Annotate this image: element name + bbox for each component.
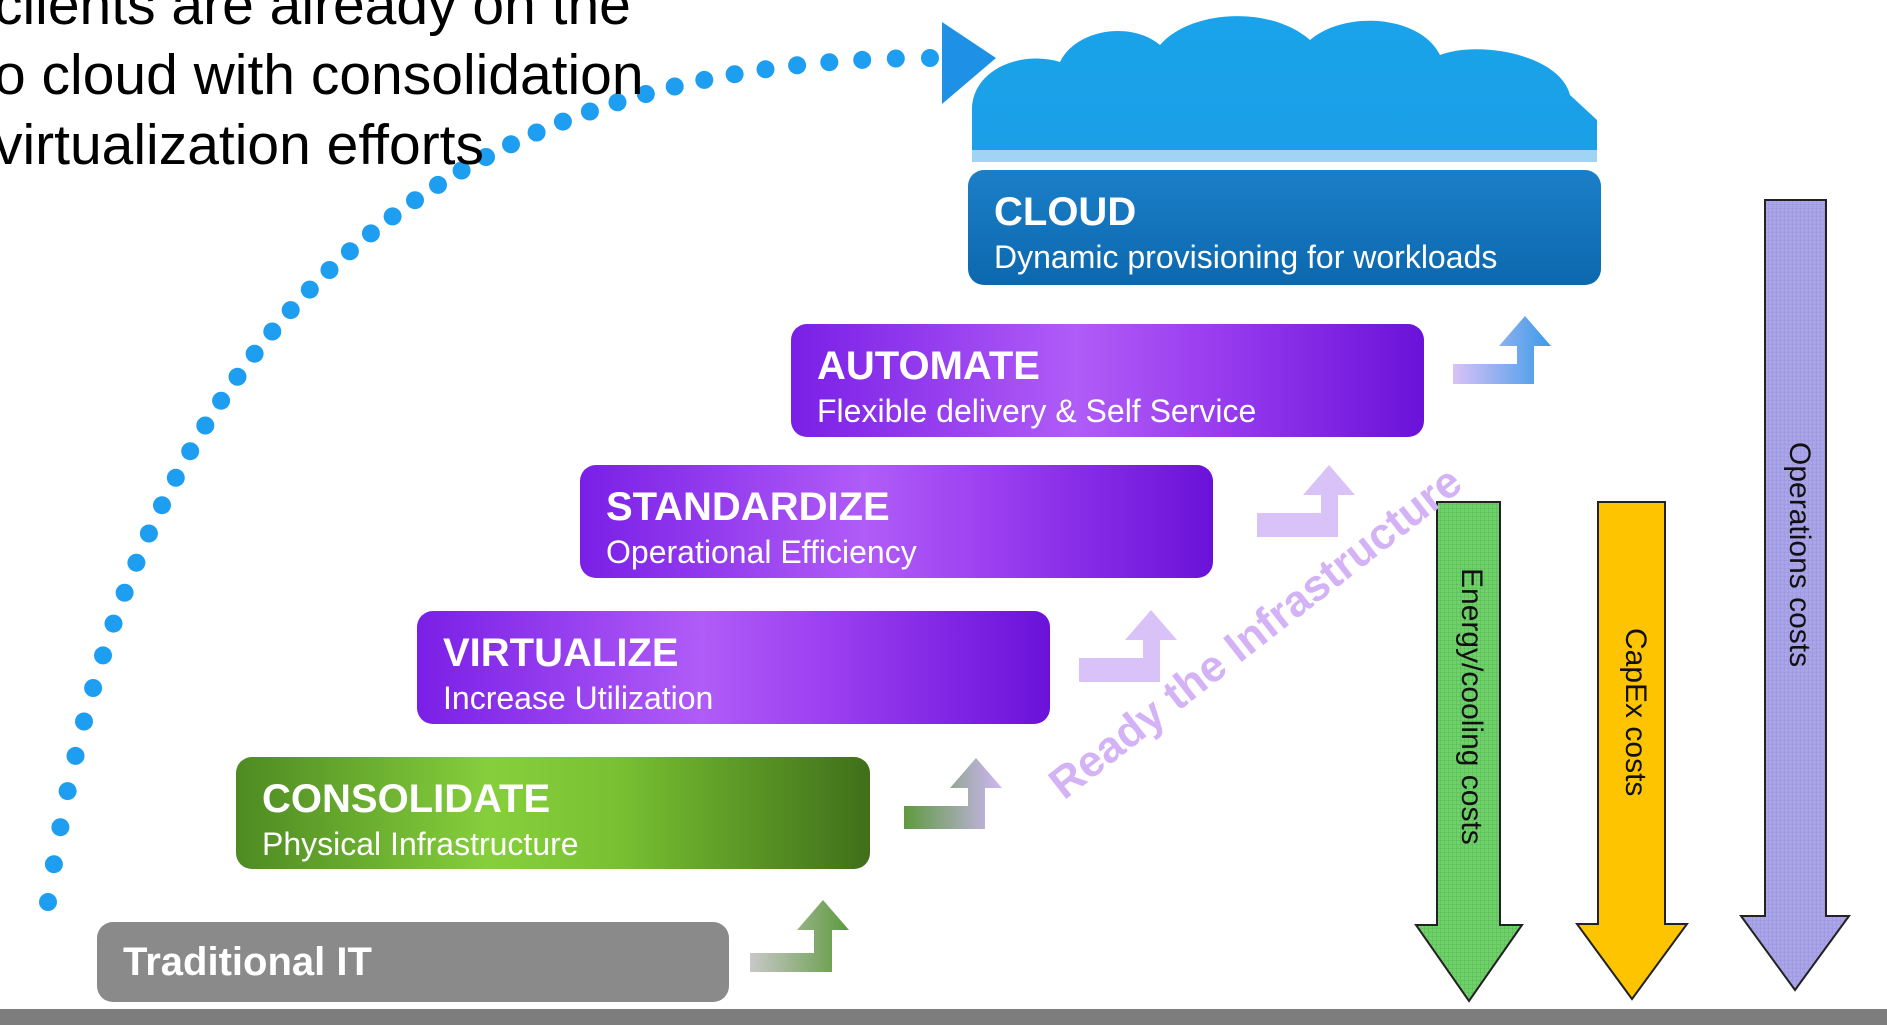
arc-dot — [212, 391, 231, 410]
arc-dot — [58, 782, 77, 801]
arc-dot — [300, 280, 319, 299]
arc-dot — [756, 60, 775, 79]
intro-line: o cloud with consolidation — [0, 43, 644, 107]
arc-dot — [281, 301, 300, 320]
capex-cost-arrow — [1575, 501, 1689, 1001]
arc-dot — [502, 135, 520, 154]
stage-standardize: STANDARDIZE Operational Efficiency — [580, 465, 1213, 578]
arc-dot — [527, 123, 546, 142]
stage-title: CLOUD — [994, 190, 1137, 234]
arc-dot — [725, 65, 744, 84]
ground-bar — [0, 1009, 1887, 1025]
arc-dot — [608, 93, 627, 112]
stage-subtitle: Flexible delivery & Self Service — [817, 393, 1257, 429]
stage-virtualize: VIRTUALIZE Increase Utilization — [417, 611, 1050, 724]
stage-cloud: CLOUD Dynamic provisioning for workloads — [968, 170, 1601, 285]
stage-consolidate: CONSOLIDATE Physical Infrastructure — [236, 757, 870, 869]
operations-cost-arrow — [1739, 199, 1851, 992]
arc-dot — [44, 855, 63, 874]
step-arrow-icon — [1453, 316, 1551, 384]
step-arrow-icon — [904, 758, 1002, 829]
stage-title: Traditional IT — [123, 940, 372, 984]
stage-subtitle: Increase Utilization — [443, 680, 714, 716]
arc-dot — [886, 49, 905, 68]
arc-dot — [477, 148, 495, 166]
arc-dot — [853, 50, 872, 69]
arc-dot — [75, 712, 93, 731]
arc-dot — [452, 161, 471, 180]
stage-title: CONSOLIDATE — [262, 777, 551, 821]
cloud-shape-icon — [972, 16, 1597, 162]
arc-dot — [228, 367, 247, 386]
arc-dot — [340, 242, 359, 261]
stage-subtitle: Dynamic provisioning for workloads — [994, 239, 1498, 275]
arc-dot — [245, 344, 264, 363]
stage-title: VIRTUALIZE — [443, 631, 679, 675]
arc-dot — [84, 679, 103, 697]
arc-dot — [820, 53, 839, 72]
arc-dot — [636, 85, 655, 103]
arc-dot — [383, 207, 402, 226]
operations-cost-label: Operations costs — [1783, 442, 1816, 668]
arc-dot — [127, 553, 146, 572]
arc-arrowhead-icon — [942, 22, 996, 104]
arc-dot — [361, 224, 380, 243]
stage-title: STANDARDIZE — [606, 485, 890, 529]
arc-dot — [429, 175, 447, 194]
energy-cost-label: Energy/cooling costs — [1455, 568, 1488, 845]
arc-dot — [51, 818, 70, 837]
dotted-arc — [39, 49, 939, 911]
step-arrow-icon — [1257, 465, 1355, 537]
energy-cost-arrow — [1414, 501, 1524, 1003]
arc-dot — [921, 49, 939, 67]
arc-dot — [263, 322, 282, 341]
stage-traditional-it: Traditional IT — [97, 922, 729, 1002]
stage-automate: AUTOMATE Flexible delivery & Self Servic… — [791, 324, 1424, 437]
arc-dot — [788, 56, 807, 75]
arc-dot — [580, 102, 599, 121]
arc-dot — [139, 524, 158, 543]
arc-dot — [695, 70, 714, 89]
arc-dot — [153, 496, 171, 515]
arc-dot — [104, 614, 123, 633]
capex-cost-label: CapEx costs — [1619, 628, 1652, 797]
arc-dot — [553, 112, 572, 131]
arc-dot — [665, 77, 684, 96]
arc-dot — [66, 746, 85, 765]
arc-dot — [166, 468, 185, 487]
intro-line: virtualization efforts — [0, 113, 485, 177]
stage-subtitle: Physical Infrastructure — [262, 826, 579, 862]
arc-dot — [94, 646, 112, 665]
arc-dot — [39, 893, 57, 911]
stage-title: AUTOMATE — [817, 344, 1040, 388]
step-arrow-icon — [750, 900, 849, 972]
arc-dot — [406, 191, 424, 210]
stage-subtitle: Operational Efficiency — [606, 534, 917, 570]
intro-text: clients are already on the o cloud with c… — [0, 0, 644, 180]
arc-dot — [181, 442, 200, 461]
arc-dot — [196, 416, 215, 435]
intro-line: clients are already on the — [0, 0, 631, 37]
arc-dot — [115, 583, 134, 602]
step-arrow-icon — [1079, 610, 1177, 682]
arc-dot — [320, 261, 339, 279]
